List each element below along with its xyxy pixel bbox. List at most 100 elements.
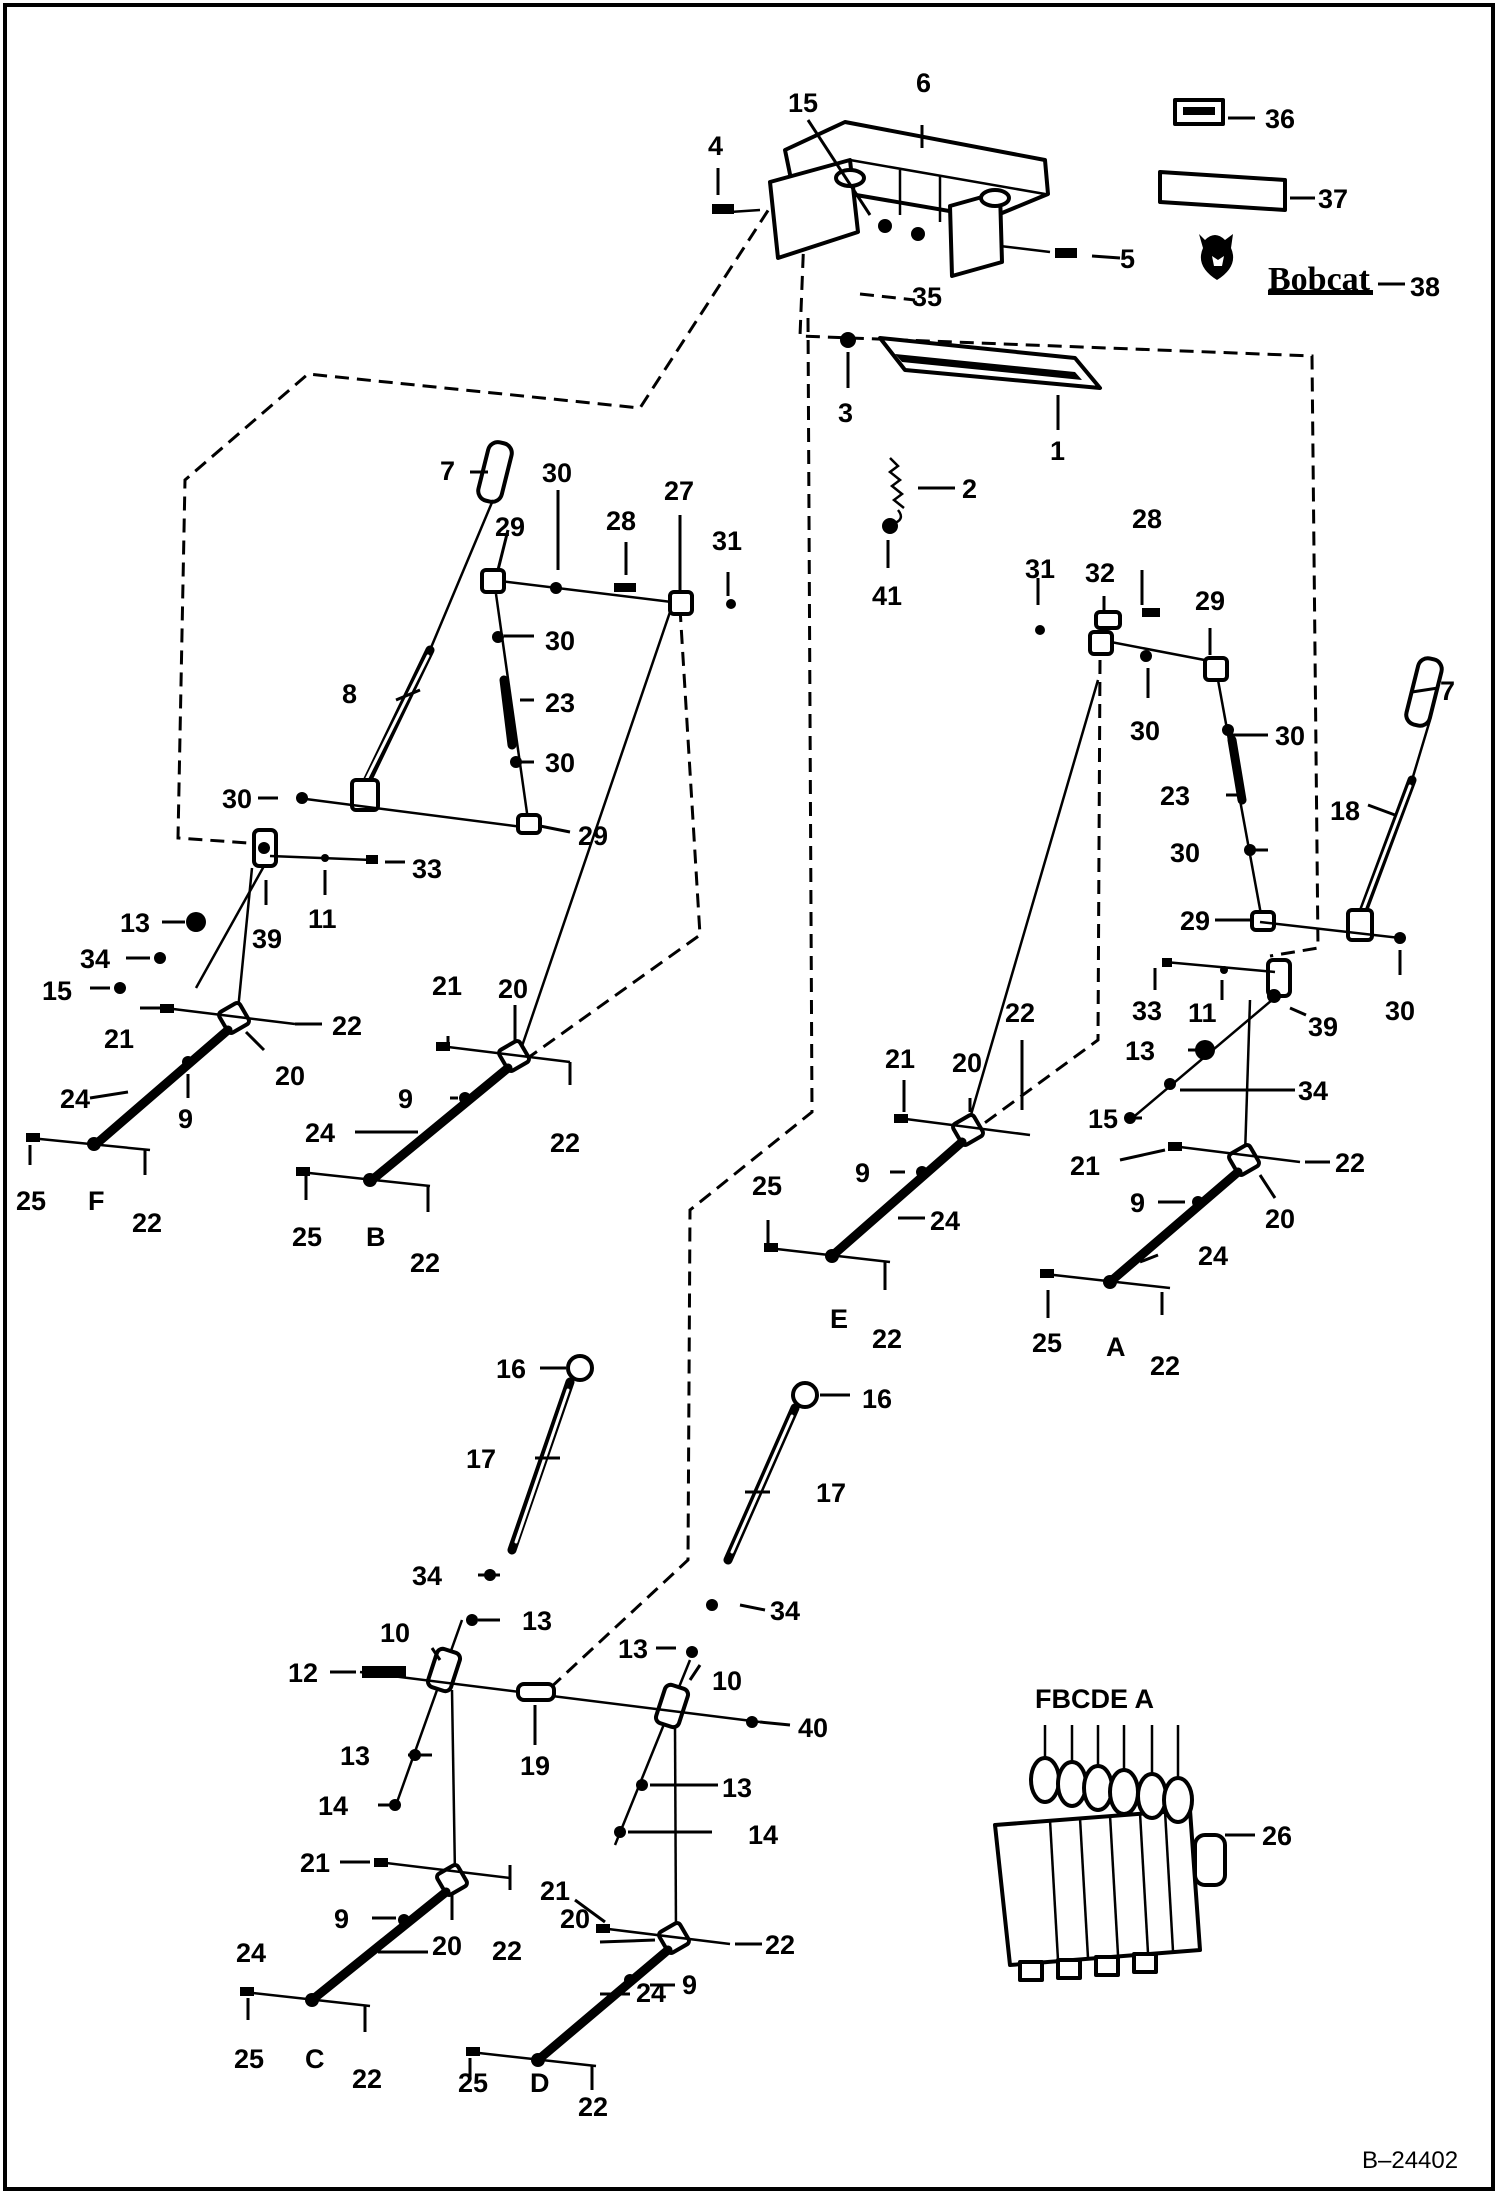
spool-linkage-E <box>764 679 1100 1264</box>
callout-20-b: 20 <box>498 974 528 1004</box>
figure-reference: B–24402 <box>1362 2147 1458 2174</box>
callout-19: 19 <box>520 1751 550 1781</box>
callout-24-e: 24 <box>930 1206 960 1236</box>
callout-16-left: 16 <box>496 1354 526 1384</box>
valve-spool-letters: FBCDE A <box>1035 1684 1154 1714</box>
letter-F: F <box>88 1186 105 1216</box>
callout-14-left: 14 <box>318 1791 348 1821</box>
spring-2 <box>887 457 905 526</box>
border-frame <box>3 3 1495 2191</box>
callout-27: 27 <box>664 476 694 506</box>
callout-20-c: 20 <box>432 1931 462 1961</box>
callout-11-right: 11 <box>1188 998 1217 1028</box>
panel-1 <box>878 336 1102 390</box>
callout-30-h: 30 <box>1385 996 1415 1026</box>
callout-22-c1: 22 <box>492 1936 522 1966</box>
callout-10-left: 10 <box>380 1618 410 1648</box>
callout-9-c: 9 <box>334 1904 349 1934</box>
callout-1: 1 <box>1050 436 1065 466</box>
callout-24-b: 24 <box>305 1118 335 1148</box>
top-fasteners <box>712 204 1077 534</box>
letter-B: B <box>366 1222 386 1252</box>
callout-12: 12 <box>288 1658 318 1688</box>
callout-9-e: 9 <box>855 1158 870 1188</box>
callout-34-b1: 34 <box>412 1561 442 1591</box>
callout-30-g: 30 <box>1170 838 1200 868</box>
callout-13-b1: 13 <box>522 1606 552 1636</box>
callout-25-f: 25 <box>16 1186 46 1216</box>
callout-25-b: 25 <box>292 1222 322 1252</box>
callout-28-right: 28 <box>1132 504 1162 534</box>
callout-15: 15 <box>788 88 818 118</box>
callout-30-b: 30 <box>545 626 575 656</box>
letter-C: C <box>305 2044 325 2074</box>
callout-22-d1: 22 <box>765 1930 795 1960</box>
callout-31-left: 31 <box>712 526 742 556</box>
callout-20-d: 20 <box>560 1904 590 1934</box>
callout-8: 8 <box>342 679 357 709</box>
letter-E: E <box>830 1304 848 1334</box>
callout-20-e: 20 <box>952 1048 982 1078</box>
callout-22-a2: 22 <box>1150 1351 1180 1381</box>
callout-25-d: 25 <box>458 2068 488 2098</box>
callout-25-e: 25 <box>752 1171 782 1201</box>
callout-34-b2: 34 <box>770 1596 800 1626</box>
letter-D: D <box>530 2068 550 2098</box>
callout-26: 26 <box>1262 1821 1292 1851</box>
callout-15-right: 15 <box>1088 1104 1118 1134</box>
callout-5: 5 <box>1120 244 1135 274</box>
spool-linkage-F <box>26 1001 296 1152</box>
right-lever-assembly <box>1035 608 1444 1156</box>
callout-9-f: 9 <box>178 1104 193 1134</box>
callout-32: 32 <box>1085 558 1115 588</box>
callout-30-e: 30 <box>1130 716 1160 746</box>
callout-29-d: 29 <box>1180 906 1210 936</box>
letter-A: A <box>1106 1332 1126 1362</box>
callout-21-d: 21 <box>540 1876 570 1906</box>
callout-34-right: 34 <box>1298 1076 1328 1106</box>
spool-linkage-D <box>466 1921 731 2068</box>
dashed-connection-lines <box>176 191 1320 1692</box>
callout-23-left: 23 <box>545 688 575 718</box>
callout-17-right: 17 <box>816 1478 846 1508</box>
leader-lines <box>28 116 1439 2090</box>
control-valve <box>993 1725 1227 1982</box>
callout-15-left: 15 <box>42 976 72 1006</box>
callout-9-b: 9 <box>398 1084 413 1114</box>
callout-30-f: 30 <box>1275 721 1305 751</box>
callout-24-c: 24 <box>236 1938 266 1968</box>
callout-22-f2: 22 <box>132 1208 162 1238</box>
callout-7-right: 7 <box>1440 676 1455 706</box>
control-bracket <box>729 120 1051 278</box>
callout-25-c: 25 <box>234 2044 264 2074</box>
callout-21-b: 21 <box>432 971 462 1001</box>
callout-14-right: 14 <box>748 1820 778 1850</box>
callout-21-f: 21 <box>104 1024 134 1054</box>
callout-22-b1: 22 <box>550 1128 580 1158</box>
callout-22-c2: 22 <box>352 2064 382 2094</box>
callout-20-f: 20 <box>275 1061 305 1091</box>
callout-30-c: 30 <box>545 748 575 778</box>
callout-7-left: 7 <box>440 456 455 486</box>
callout-23-right: 23 <box>1160 781 1190 811</box>
bottom-linkage <box>359 1354 819 1936</box>
callout-41: 41 <box>872 581 902 611</box>
callout-2: 2 <box>962 474 977 504</box>
callout-39-left: 39 <box>252 924 282 954</box>
callout-36: 36 <box>1265 104 1295 134</box>
callout-13-left: 13 <box>120 908 150 938</box>
callout-31-right: 31 <box>1025 554 1055 584</box>
callout-6: 6 <box>916 68 931 98</box>
callout-28-left: 28 <box>606 506 636 536</box>
callout-24-a: 24 <box>1198 1241 1228 1271</box>
spool-linkage-A <box>1040 1142 1301 1290</box>
callout-10-right: 10 <box>712 1666 742 1696</box>
callout-35: 35 <box>912 282 942 312</box>
callout-25-a: 25 <box>1032 1328 1062 1358</box>
callout-20-a: 20 <box>1265 1204 1295 1234</box>
spool-linkage-B <box>296 611 672 1188</box>
callout-33-left: 33 <box>412 854 442 884</box>
callout-22-f1: 22 <box>332 1011 362 1041</box>
callout-9-d: 9 <box>682 1970 697 2000</box>
